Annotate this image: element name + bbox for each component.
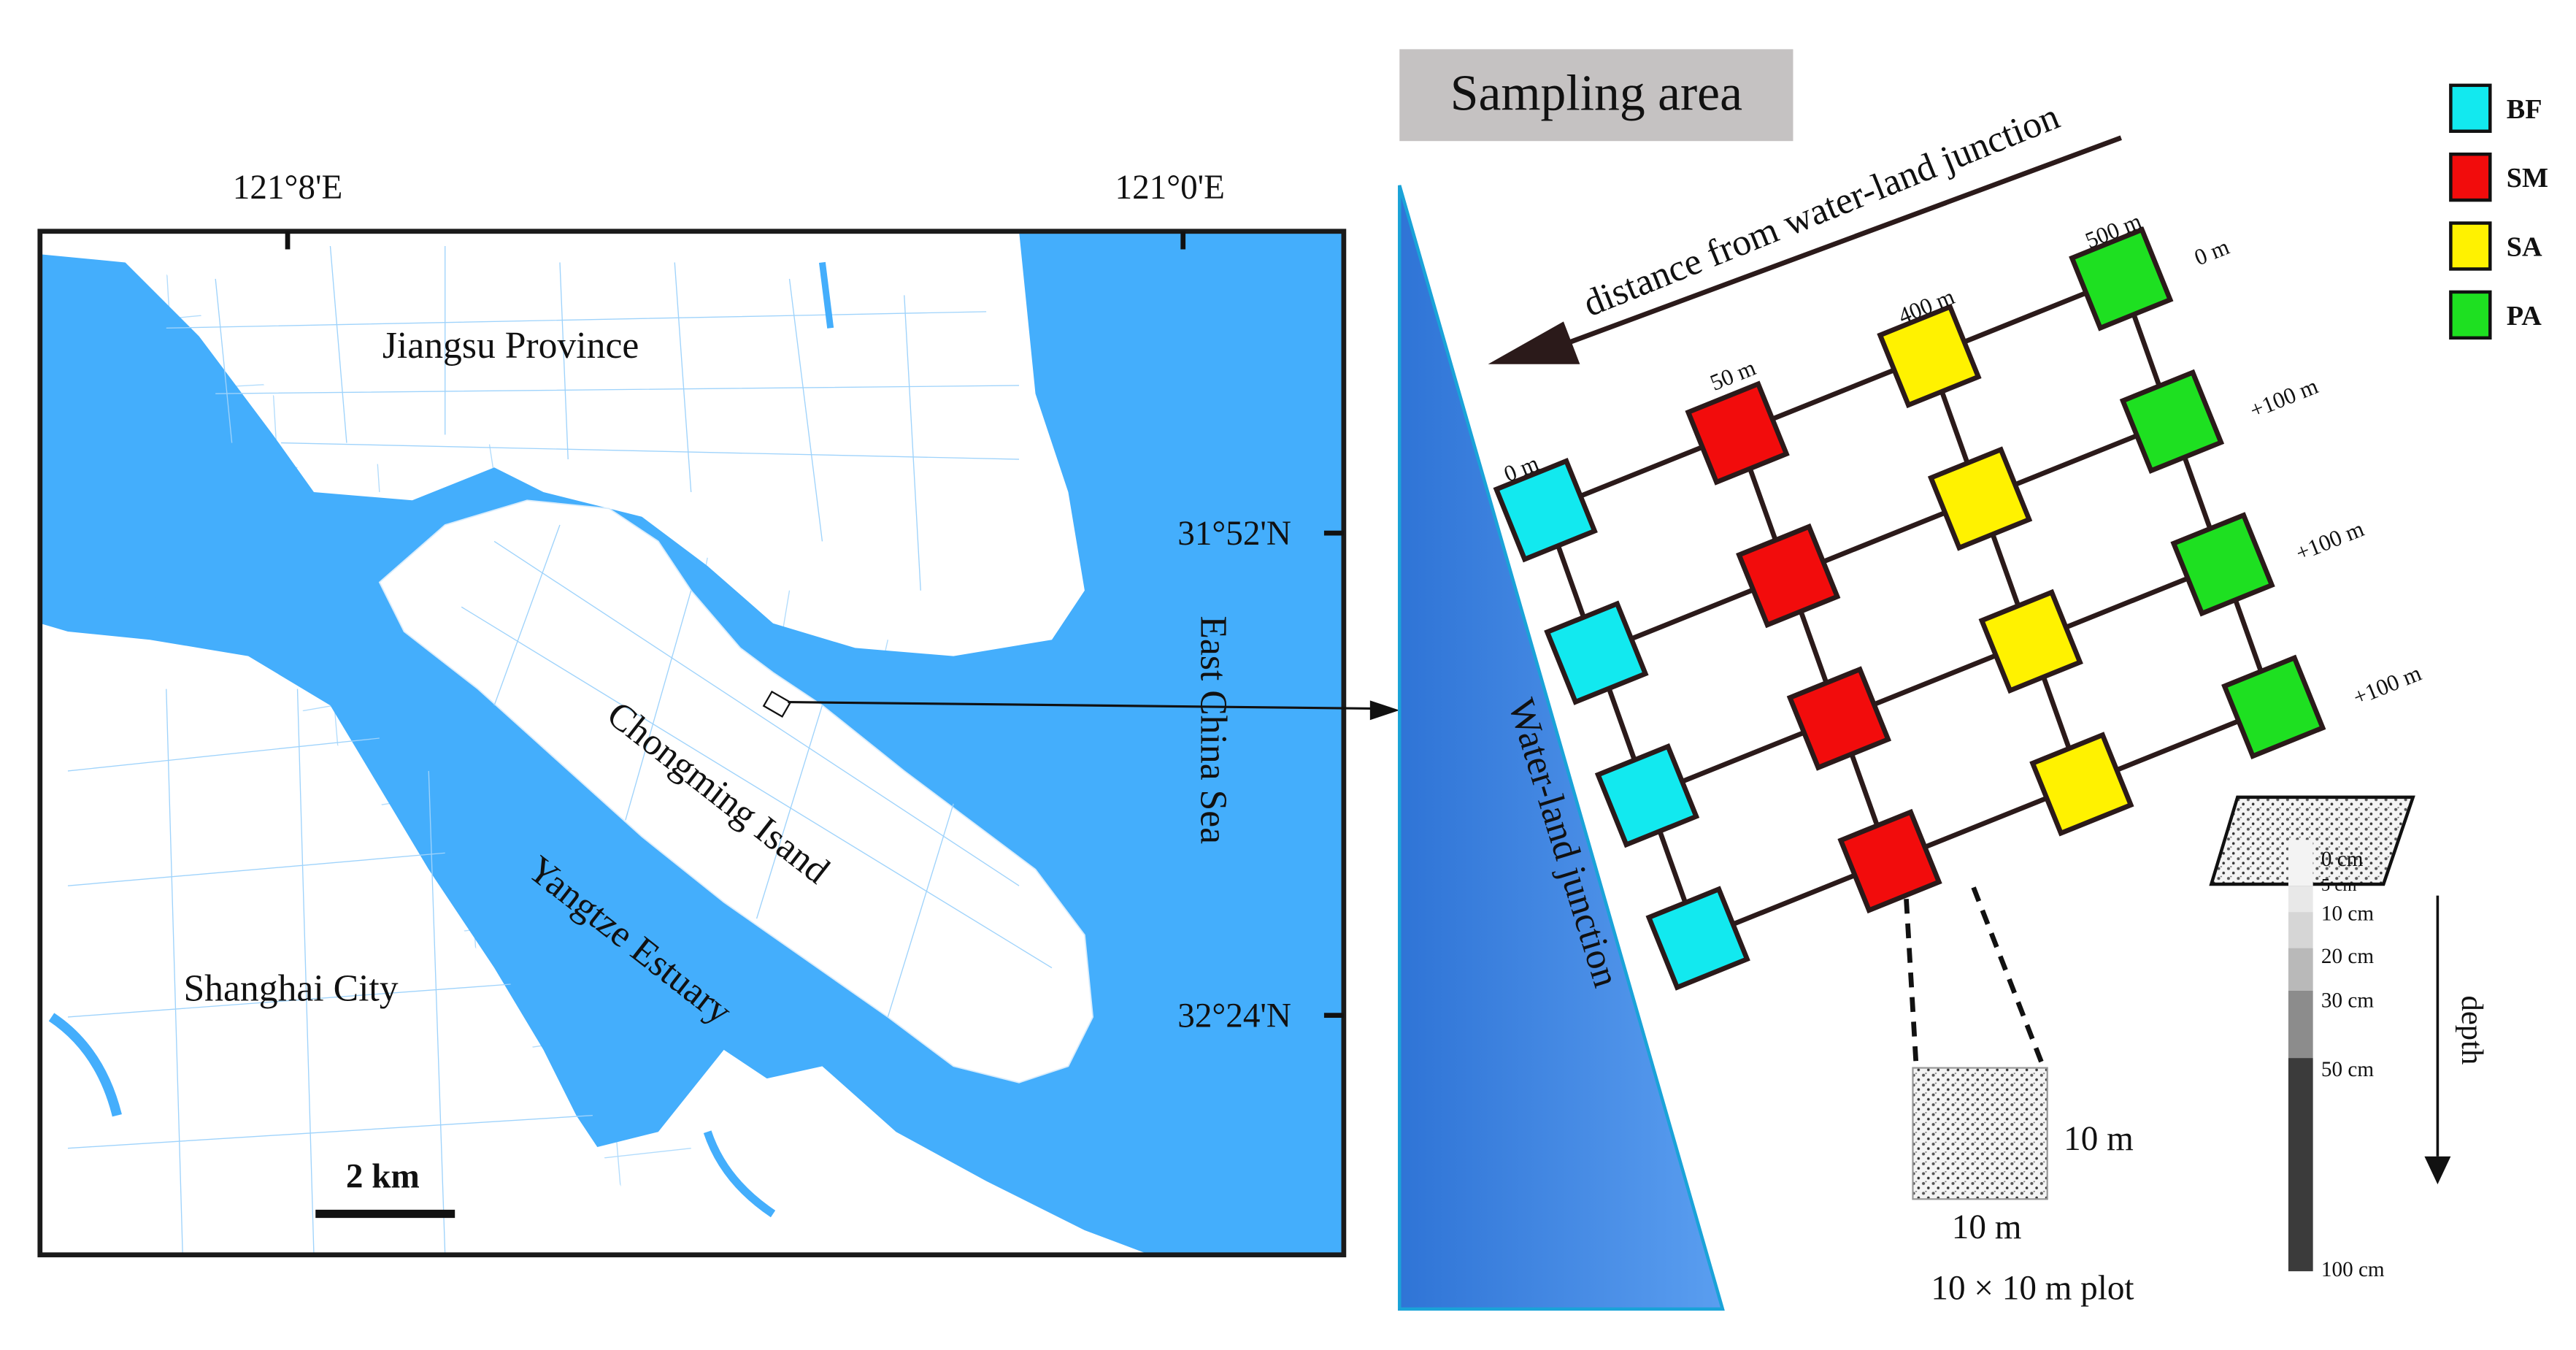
sampling-cells: [1493, 226, 2326, 991]
sample-plot-pa: [2221, 654, 2326, 759]
sample-plot-sa: [1978, 588, 2083, 694]
north-bank: [133, 231, 1052, 624]
sample-site-marker: [762, 690, 792, 718]
depth-tick-label: 50 cm: [2321, 1058, 2374, 1081]
offset-100m-2: +100 m: [2292, 515, 2367, 566]
depth-tick-label: 5 cm: [2321, 875, 2357, 895]
label-jiangsu-province: Jiangsu Province: [382, 325, 639, 367]
depth-tick-label: 10 cm: [2321, 902, 2374, 925]
south-east-bank: [748, 1066, 1150, 1255]
grid-column-line: [1926, 355, 2085, 786]
soil-core-layer: [2288, 990, 2313, 1059]
legend-label-bf: BF: [2507, 94, 2542, 125]
offset-100m-3: +100 m: [2350, 660, 2425, 710]
depth-label: depth: [2455, 995, 2489, 1065]
sample-plot-sm: [1736, 523, 1841, 629]
water-land-junction: [1398, 185, 1725, 1311]
soil-core-layer: [2288, 840, 2313, 886]
chongming-island: [378, 499, 1094, 1084]
sample-plot-bf: [1544, 600, 1649, 705]
grid-row-line: [1544, 276, 2123, 513]
legend-swatch-pa: [2449, 290, 2492, 340]
depth-tick-label: 20 cm: [2321, 945, 2374, 968]
coord-top-left: 121°8'E: [233, 169, 342, 207]
legend-label-pa: PA: [2507, 301, 2542, 331]
sample-plot-sa: [1927, 446, 2033, 551]
distance-arrow: [1562, 135, 2122, 347]
soil-core-layer: [2288, 912, 2313, 948]
grid-column-line: [2118, 277, 2276, 708]
soil-core: [2288, 840, 2313, 1272]
offset-100m-1: +100 m: [2246, 373, 2321, 423]
grid-row-line: [1646, 561, 2224, 798]
map-link-arrow: [788, 700, 1380, 710]
plot-side-right: 10 m: [2064, 1120, 2134, 1158]
grid-row-line: [1595, 419, 2173, 656]
inland-channel: [703, 1130, 776, 1218]
sampling-title-box: [1399, 49, 1793, 142]
depth-tick-label: 0 cm: [2321, 848, 2364, 871]
legend-label-sm: SM: [2507, 163, 2548, 193]
sample-plot-sm: [1837, 808, 1942, 914]
north-islet: [658, 599, 823, 747]
sample-plot-bf: [1493, 458, 1598, 563]
sampling-grid: [1543, 276, 2276, 941]
grid-column-line: [1543, 509, 1701, 940]
plot-zoom-line: [1904, 898, 1919, 1065]
depth-tick-label: 30 cm: [2321, 989, 2374, 1012]
sample-plot-pa: [2170, 512, 2275, 617]
map-frame: [37, 229, 1347, 1258]
grid-row-line: [1696, 705, 2275, 941]
scale-bar-label: 2 km: [346, 1158, 420, 1196]
depth-tick-label: 100 cm: [2321, 1258, 2385, 1281]
sample-plot-pa: [2069, 226, 2174, 331]
plot-square: [1912, 1067, 2048, 1200]
plot-caption: 10 × 10 m plot: [1931, 1269, 2134, 1307]
sample-plot-bf: [1594, 743, 1700, 848]
legend-swatch-sm: [2449, 152, 2492, 202]
sample-plot-sm: [1685, 380, 1790, 486]
grid-column-line: [1734, 432, 1893, 862]
soil-core-layer: [2288, 886, 2313, 913]
inland-channel: [49, 583, 168, 613]
distance-arrowhead: [1488, 321, 1580, 364]
label-shanghai-city: Shanghai City: [183, 967, 398, 1009]
legend-swatch-bf: [2449, 83, 2492, 133]
sample-plot-sm: [1786, 666, 1892, 771]
coord-top-right: 121°0'E: [1115, 169, 1224, 207]
sample-plot-sa: [1877, 303, 1982, 409]
coord-right-lower: 32°24'N: [1177, 997, 1291, 1035]
sampling-title: Sampling area: [1450, 66, 1742, 122]
inland-channel: [818, 261, 834, 329]
sample-plot-sa: [2029, 732, 2134, 837]
legend: BF SM SA PA: [2449, 83, 2548, 340]
south-bank: [39, 664, 658, 1255]
label-east-china-sea: East China Sea: [1192, 615, 1234, 844]
map-panel: 121°8'E 121°0'E 31°52'N 32°24'N Jiangsu …: [37, 169, 1400, 1258]
corner-0m: 0 m: [2191, 234, 2233, 270]
inland-channel: [48, 1013, 122, 1117]
legend-label-sa: SA: [2507, 231, 2542, 262]
map-link-arrowhead: [1369, 700, 1400, 721]
sampling-panel: Sampling area Water-land junction distan…: [1398, 49, 2489, 1311]
depth-arrowhead: [2424, 1156, 2451, 1185]
soil-core-layer: [2288, 948, 2313, 991]
soil-core-layer: [2288, 1058, 2313, 1272]
plot-zoom-line: [1971, 886, 2045, 1066]
sample-plot-bf: [1645, 886, 1750, 991]
coord-right-upper: 31°52'N: [1177, 515, 1291, 553]
sample-plot-pa: [2119, 369, 2225, 475]
plot-side-bottom: 10 m: [1952, 1208, 2022, 1246]
legend-swatch-sa: [2449, 221, 2492, 271]
